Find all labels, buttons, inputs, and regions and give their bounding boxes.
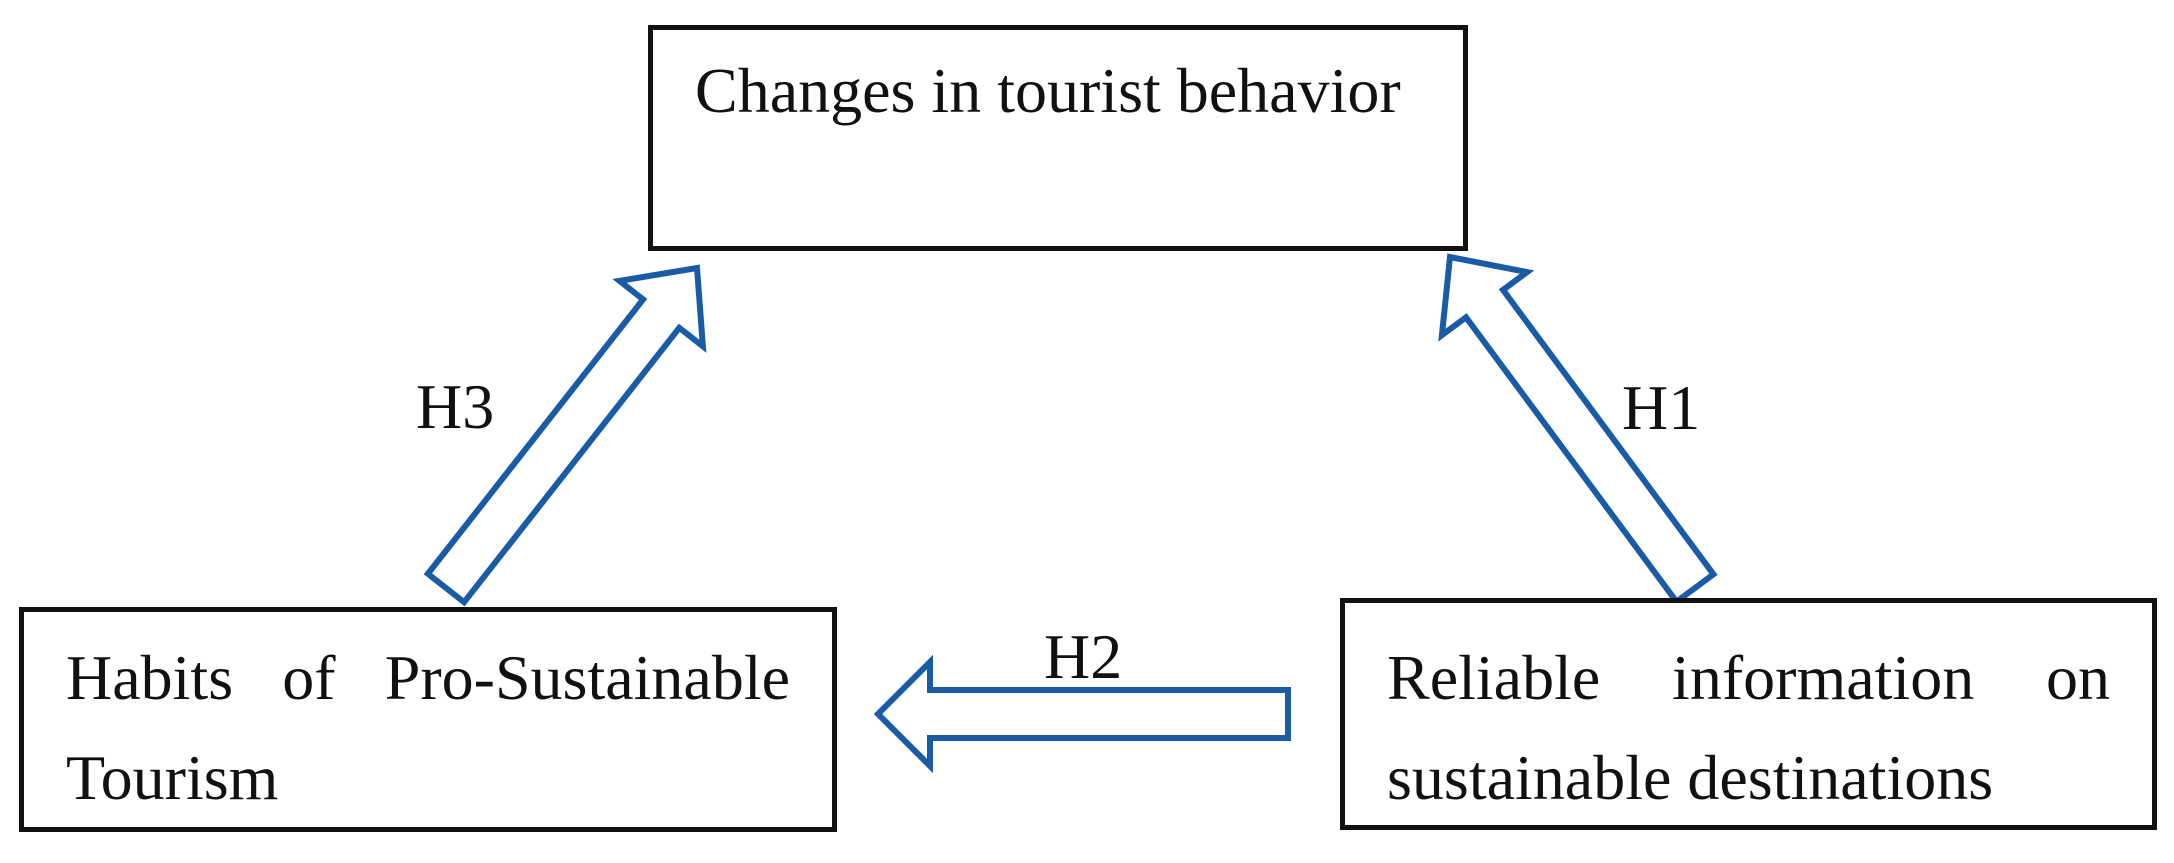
h1-arrow (1438, 253, 1718, 606)
box-bottom-right-word1: Reliable (1387, 642, 1601, 713)
box-top-text: Changes in tourist behavior (695, 55, 1401, 126)
box-changes-in-tourist-behavior: Changes in tourist behavior (648, 25, 1468, 251)
box-bottom-left-word2: of (282, 642, 336, 713)
h3-arrow (423, 264, 707, 607)
box-habits-of-pro-sustainable-tourism: Habits of Pro-Sustainable Tourism (19, 607, 837, 832)
box-bottom-left-word1: Habits (66, 642, 234, 713)
box-bottom-right-line2: sustainable destinations (1387, 742, 1994, 813)
box-reliable-information-on-sustainable-destinations: Reliable information on sustainable dest… (1340, 598, 2157, 830)
h1-hypothesis-label: H1 (1622, 372, 1701, 443)
box-bottom-left-line1: Habits of Pro-Sustainable (66, 628, 790, 728)
box-bottom-right-word2: information (1672, 642, 1975, 713)
h3-hypothesis-label: H3 (416, 371, 495, 442)
box-bottom-right-word3: on (2046, 642, 2110, 713)
h2-hypothesis-label: H2 (1044, 621, 1123, 692)
box-bottom-left-word3: Pro-Sustainable (384, 642, 790, 713)
box-bottom-right-line1: Reliable information on (1387, 628, 2110, 728)
h2-arrow (873, 654, 1291, 774)
box-bottom-left-line2: Tourism (66, 742, 279, 813)
